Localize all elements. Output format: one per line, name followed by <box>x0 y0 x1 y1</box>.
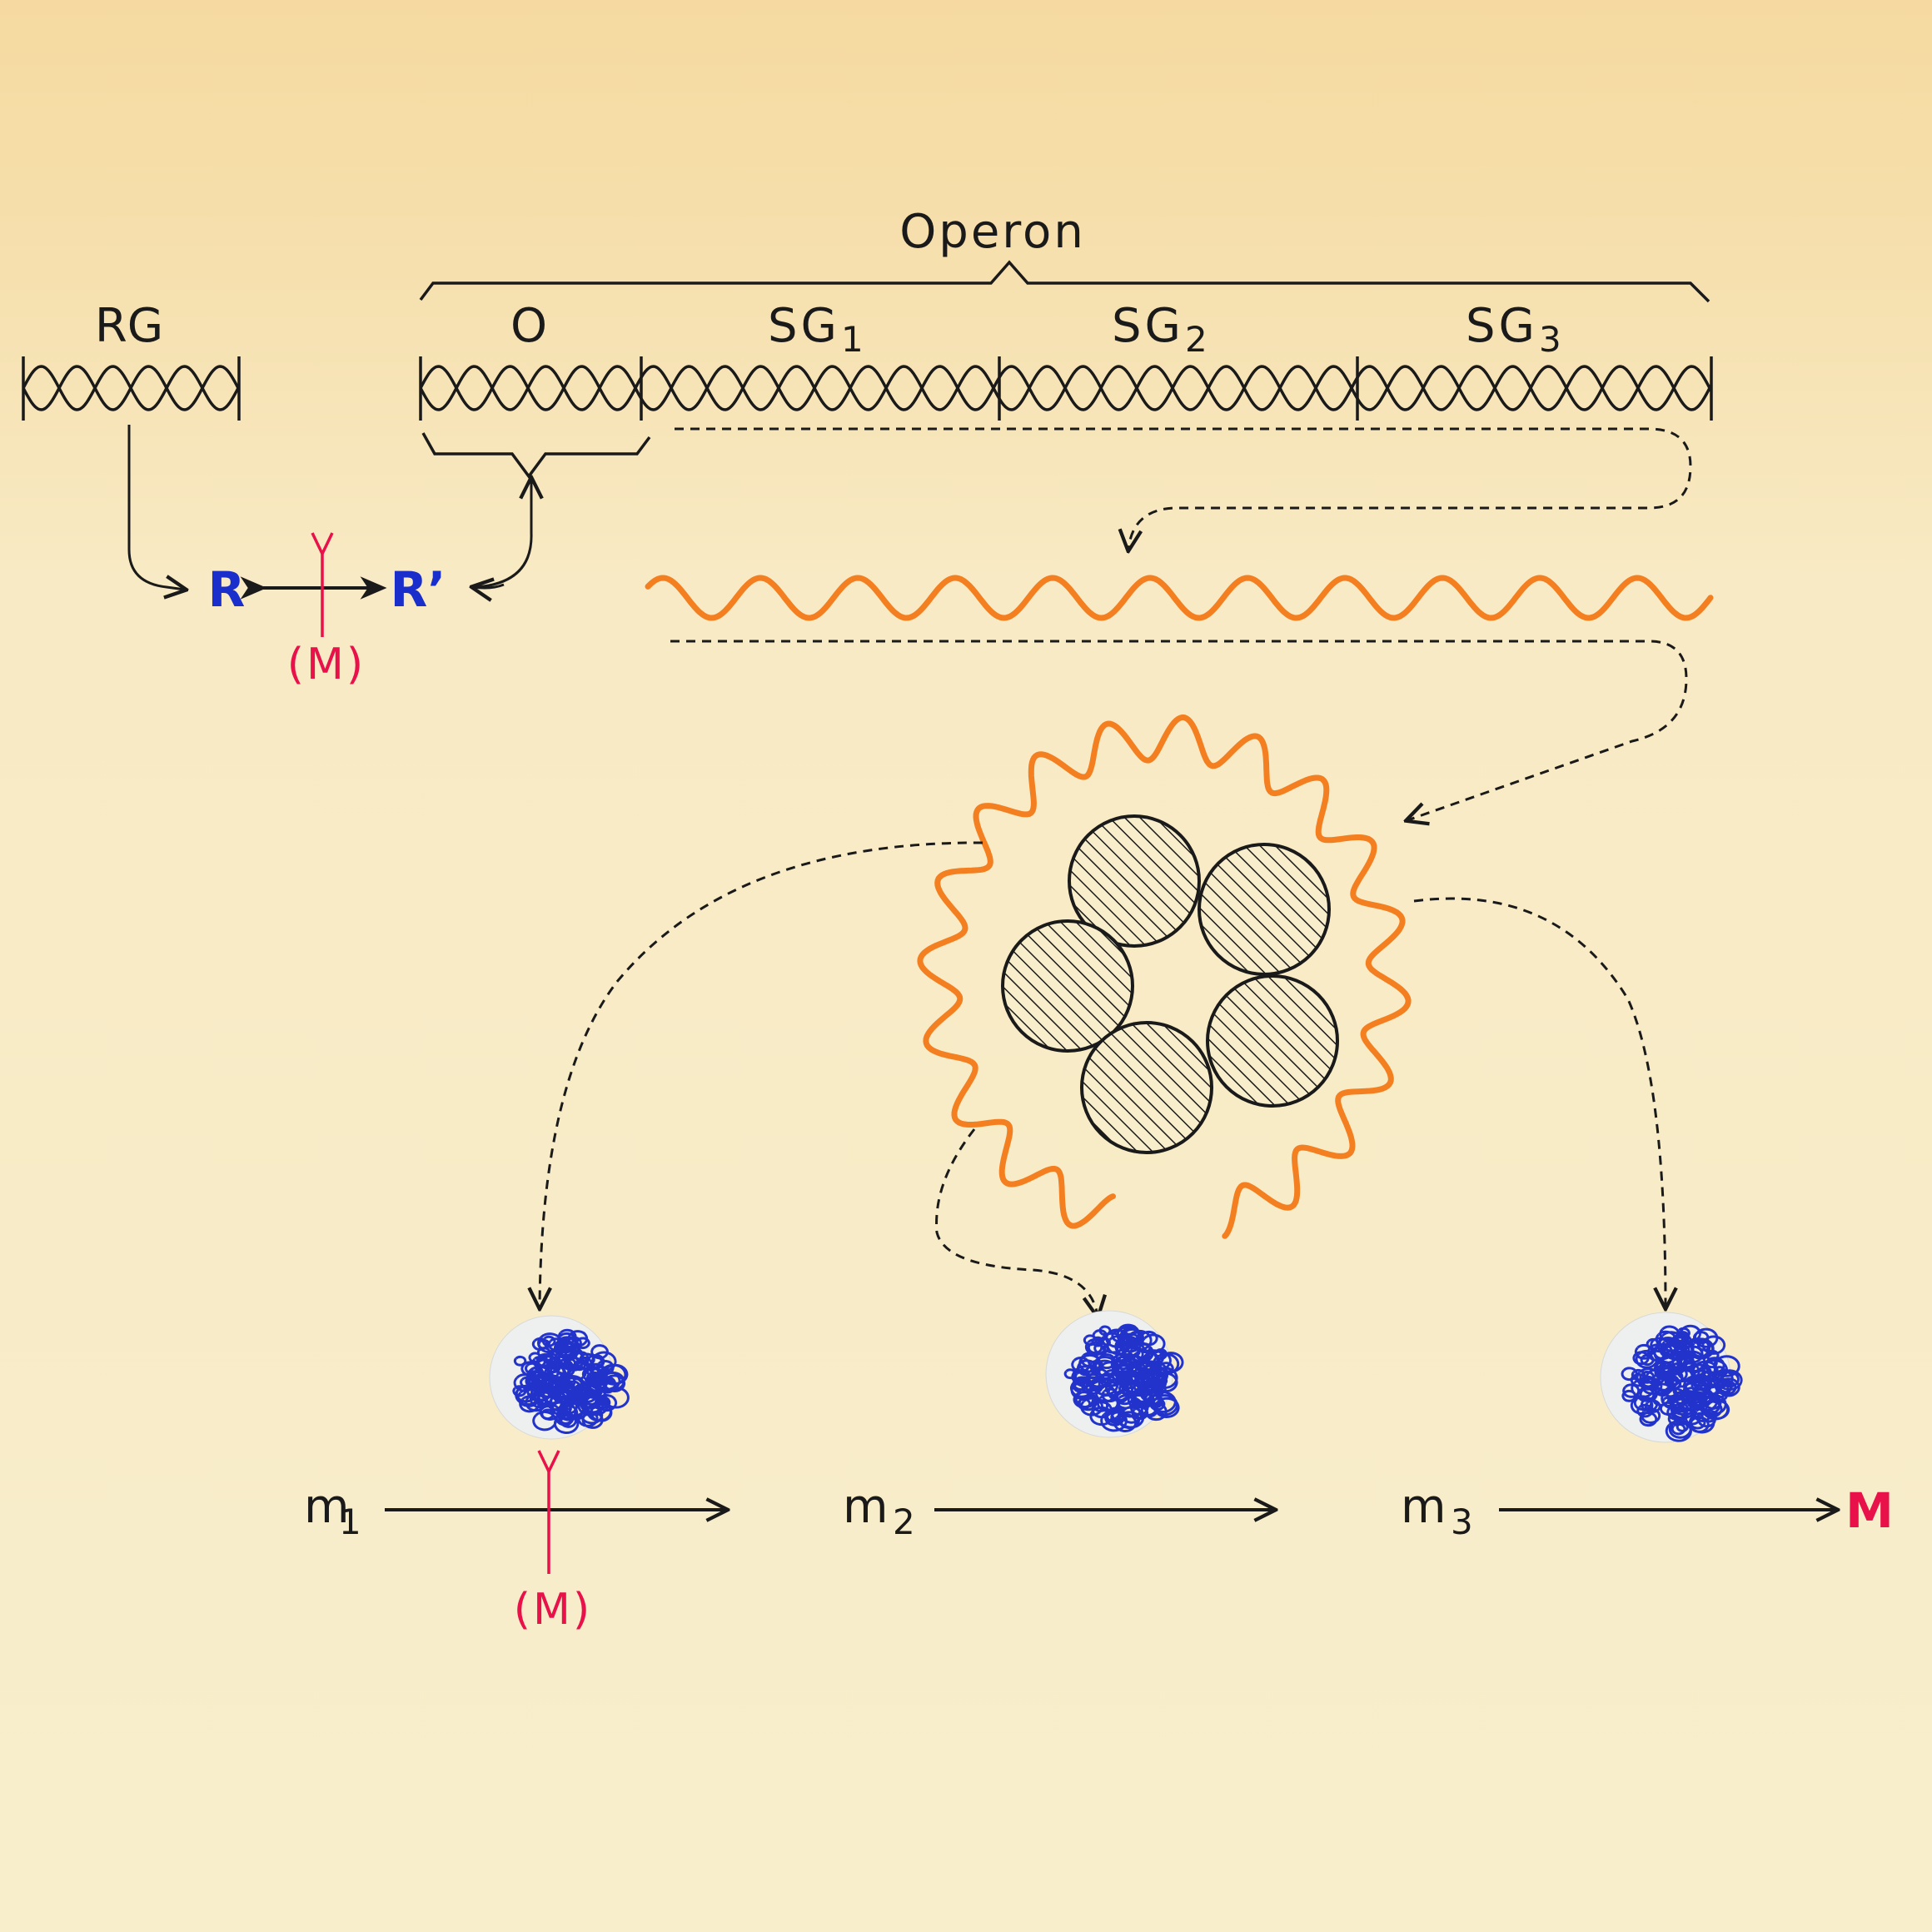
sg3-label: SG 3 <box>1466 299 1561 360</box>
svg-text:2: 2 <box>893 1501 915 1542</box>
m1-label: m 1 <box>304 1480 361 1542</box>
rg-gene <box>22 356 1713 421</box>
svg-text:1: 1 <box>339 1501 361 1542</box>
repressor-r-prime: R’ <box>391 561 446 618</box>
transcription-arrow <box>675 427 1692 550</box>
inducer-marker-bottom <box>537 1450 560 1574</box>
operon-label: Operon <box>899 205 1086 259</box>
ribosome-icon <box>1001 814 1339 1154</box>
sg2-label: SG 2 <box>1112 299 1208 360</box>
operon-brace <box>419 260 1710 303</box>
product-m: M <box>1845 1482 1894 1539</box>
rg-label: RG <box>95 299 163 353</box>
svg-text:SG: SG <box>1466 299 1538 353</box>
enzyme2-arrow <box>935 1128 1098 1316</box>
mrna-wave-icon <box>645 575 1714 621</box>
dna-strand <box>22 365 240 411</box>
svg-text:1: 1 <box>841 319 864 360</box>
enzyme-coil <box>1063 1323 1184 1432</box>
polysome-mrna-icon <box>917 714 1412 1239</box>
inducer-marker-top <box>311 532 334 637</box>
sg1-label: SG 1 <box>768 299 864 360</box>
repressor-r: R <box>208 561 246 618</box>
m3-label: m 3 <box>1401 1480 1473 1542</box>
inducer-label-top: (M) <box>287 640 366 690</box>
enzyme-coil <box>512 1328 630 1435</box>
o-label: O <box>510 299 547 353</box>
dna-strand <box>419 365 1713 411</box>
rg-to-r-arrow <box>127 425 185 590</box>
svg-text:SG: SG <box>1112 299 1184 353</box>
svg-text:m: m <box>843 1480 889 1534</box>
svg-text:m: m <box>304 1480 350 1534</box>
svg-text:3: 3 <box>1539 319 1561 360</box>
svg-text:SG: SG <box>768 299 840 353</box>
svg-text:3: 3 <box>1451 1501 1473 1542</box>
m2-label: m 2 <box>843 1480 915 1542</box>
enzyme3-arrow <box>1413 897 1666 1307</box>
r-prime-arrowhead <box>473 585 505 588</box>
inducer-label-bottom: (M) <box>514 1585 592 1635</box>
enzyme-coil <box>1621 1324 1743 1442</box>
dna-helix-icon <box>22 365 1713 411</box>
svg-text:m: m <box>1401 1480 1447 1534</box>
svg-text:2: 2 <box>1185 319 1208 360</box>
enzyme-coil-icon <box>489 1310 1743 1443</box>
enzyme1-arrow <box>540 841 983 1307</box>
